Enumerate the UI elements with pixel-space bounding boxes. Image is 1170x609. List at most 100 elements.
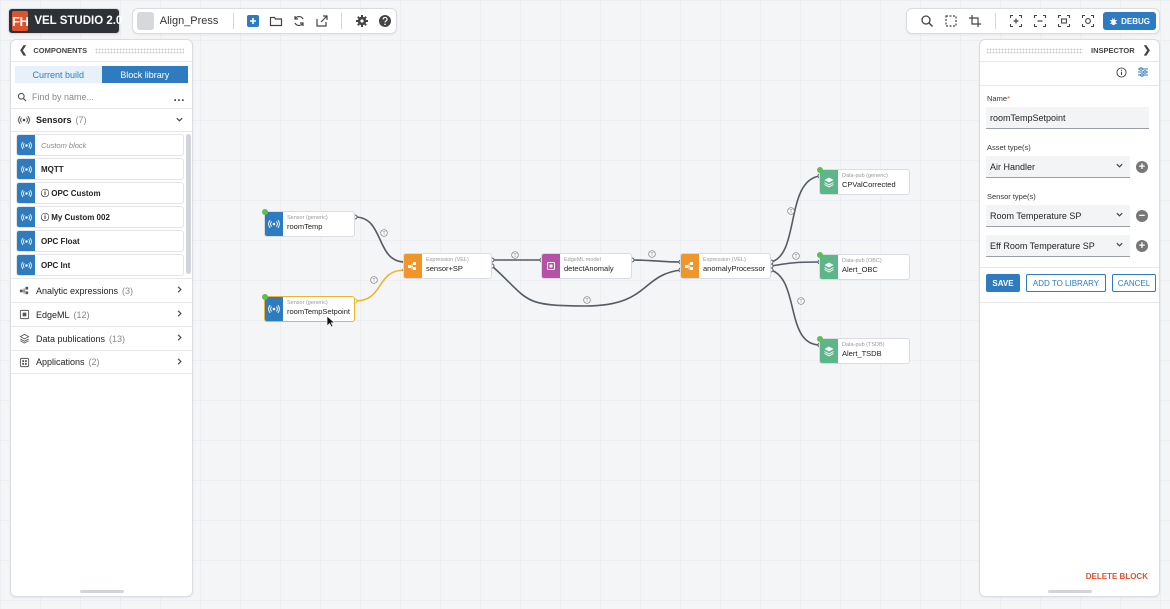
tab-block-library[interactable]: Block library (101, 66, 188, 83)
list-item[interactable]: ⓘ My Custom 002 (16, 206, 184, 228)
app-logo[interactable]: FH VEL STUDIO 2.0 (8, 8, 122, 34)
node-cpval-corrected[interactable]: Data-pub (generic)CPValCorrected (817, 167, 910, 195)
drag-handle[interactable] (95, 47, 184, 54)
save-button[interactable]: SAVE (986, 274, 1020, 292)
svg-text:T: T (789, 209, 792, 215)
fit-view-icon[interactable] (1056, 13, 1072, 29)
sensor-type-label: Sensor type(s) (987, 192, 1036, 201)
layers-icon (18, 333, 30, 345)
node-type: Sensor (generic) (287, 215, 328, 221)
search-icon (17, 92, 27, 102)
sensor-icon (17, 183, 35, 203)
inspector-actions: SAVE ADD TO LIBRARY CANCEL (986, 274, 1159, 292)
more-options-icon[interactable]: … (173, 90, 186, 104)
scrollbar[interactable] (186, 134, 191, 274)
layers-icon (820, 255, 838, 279)
mouse-cursor-icon (326, 315, 336, 328)
drag-handle[interactable] (986, 47, 1083, 54)
search-icon[interactable] (919, 13, 935, 29)
category-applications[interactable]: Applications (2) (11, 350, 192, 374)
add-asset-icon[interactable]: + (1136, 161, 1148, 173)
debug-button[interactable]: DEBUG (1103, 12, 1156, 30)
status-dot (262, 294, 268, 300)
edge-marker: T (380, 229, 388, 237)
chevron-right-icon[interactable] (175, 357, 184, 368)
sensor-icon (265, 212, 283, 236)
name-field[interactable]: roomTempSetpoint (986, 107, 1149, 129)
sync-icon[interactable] (292, 13, 307, 29)
zoom-out-icon[interactable] (1032, 13, 1048, 29)
node-type: Data-pub (generic) (842, 173, 888, 179)
chevron-right-icon[interactable] (175, 333, 184, 344)
add-sensor-icon[interactable]: + (1136, 240, 1148, 252)
cancel-button[interactable]: CANCEL (1112, 274, 1156, 292)
gear-icon[interactable] (354, 13, 369, 29)
chevron-down-icon[interactable] (175, 115, 184, 126)
layers-icon (820, 170, 838, 194)
resize-handle[interactable] (79, 590, 124, 593)
block-label: Custom block (41, 140, 87, 150)
node-roomtemp[interactable]: Sensor (generic)roomTemp (262, 209, 355, 237)
node-roomtempsetpoint[interactable]: Sensor (generic)roomTempSetpoint (262, 294, 355, 322)
node-sensor-sp[interactable]: Expression (VEL)sensor+SP (403, 253, 492, 279)
collapse-right-icon[interactable]: ❯ (1142, 45, 1151, 56)
resize-handle[interactable] (1047, 590, 1092, 593)
project-thumbnail (137, 12, 154, 30)
folder-icon[interactable] (269, 13, 284, 29)
sensor-type-select[interactable]: Eff Room Temperature SP (986, 235, 1130, 257)
select-area-icon[interactable] (943, 13, 959, 29)
chevron-right-icon[interactable] (175, 309, 184, 320)
project-name[interactable]: Align_Press (159, 15, 219, 27)
node-alert-tsdb[interactable]: Data-pub (TSDB)Alert_TSDB (817, 336, 910, 364)
list-item[interactable]: ⓘ OPC Custom (16, 182, 184, 204)
zoom-in-icon[interactable] (1008, 13, 1024, 29)
edge-anomaly-cpval (770, 175, 821, 263)
svg-text:T: T (585, 298, 588, 304)
inspector-tabs (980, 62, 1159, 86)
sensor-icon (18, 114, 30, 126)
info-icon[interactable] (1116, 66, 1127, 81)
tab-current-build[interactable]: Current build (15, 66, 102, 83)
list-item[interactable]: OPC Float (16, 230, 184, 252)
sliders-icon[interactable] (1137, 66, 1149, 81)
sensor-type-row: Room Temperature SP − (986, 205, 1159, 227)
edge-sensorsp-anomaly (491, 265, 682, 307)
chevron-right-icon[interactable] (175, 285, 184, 296)
node-anomaly-processor[interactable]: Expression (VEL)anomalyProcessor (680, 253, 771, 279)
asset-type-select[interactable]: Air Handler (986, 156, 1130, 178)
category-data-publications[interactable]: Data publications (13) (11, 326, 192, 350)
add-to-library-button[interactable]: ADD TO LIBRARY (1026, 274, 1106, 292)
expression-icon (681, 254, 699, 278)
sensor-icon (17, 207, 35, 227)
export-icon[interactable] (314, 13, 329, 29)
status-dot (817, 336, 823, 342)
list-item[interactable]: MQTT (16, 158, 184, 180)
inspector-panel: INSPECTOR ❯ Name* roomTempSetpoint Asset… (979, 39, 1160, 597)
center-view-icon[interactable] (1080, 13, 1096, 29)
crop-icon[interactable] (967, 13, 983, 29)
add-icon[interactable] (246, 13, 261, 29)
category-analytic-expressions[interactable]: Analytic expressions (3) (11, 278, 192, 302)
search-bar[interactable]: Find by name... … (11, 86, 192, 108)
block-label: OPC Int (41, 260, 71, 270)
block-label: ⓘ OPC Custom (41, 188, 101, 198)
search-input[interactable]: Find by name... (32, 92, 95, 102)
list-item[interactable]: OPC Int (16, 254, 184, 276)
edge-marker: T (787, 207, 795, 215)
delete-block-button[interactable]: DELETE BLOCK (1085, 572, 1148, 581)
category-edgeml[interactable]: EdgeML (12) (11, 302, 192, 326)
list-item[interactable]: Custom block (16, 134, 184, 156)
category-sensors[interactable]: Sensors (7) (11, 108, 192, 132)
help-icon[interactable] (377, 13, 392, 29)
toolbar-divider (341, 13, 343, 29)
category-count: (7) (75, 115, 87, 125)
collapse-left-icon[interactable]: ❮ (19, 45, 28, 56)
status-dot (262, 209, 268, 215)
sensor-type-select[interactable]: Room Temperature SP (986, 205, 1130, 227)
node-alert-obc[interactable]: Data-pub (OBC)Alert_OBC (817, 252, 910, 280)
remove-sensor-icon[interactable]: − (1136, 210, 1148, 222)
edge-marker: T (797, 297, 805, 305)
